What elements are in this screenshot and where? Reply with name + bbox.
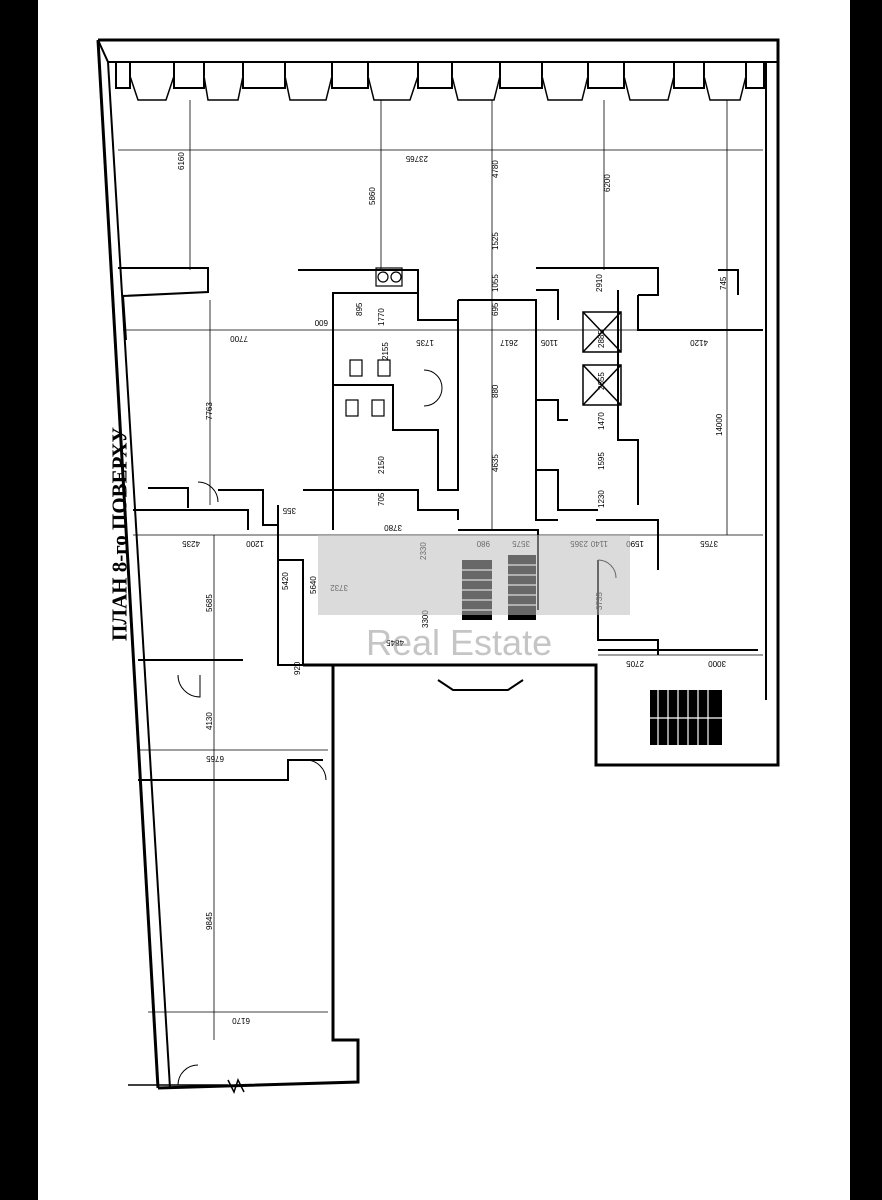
dim-5860: 5860 [368,187,377,205]
door-swings [177,369,617,1086]
break-mark [128,1078,245,1094]
dim-920: 920 [293,661,302,675]
dimension-lines [118,100,763,1040]
dim-5420: 5420 [281,572,290,590]
watermark-real-estate: Real Estate [366,622,553,663]
dim-5640: 5640 [309,576,318,594]
plan-title: ПЛАН 8-го ПОВЕРХУ [107,427,132,641]
dim-2150: 2150 [377,456,386,474]
exterior-walls [96,38,780,1090]
dim-4235: 4235 [182,539,200,548]
dim-4635: 4635 [491,454,500,472]
plan-title-container: ПЛАН 8-го ПОВЕРХУ [100,409,140,659]
dim-3780: 3780 [384,523,402,532]
dim-1595: 1595 [597,452,606,470]
dim-355: 355 [282,506,296,515]
dim-1105: 1105 [540,338,558,347]
dim-4120: 4120 [690,338,708,347]
dim-2910: 2910 [595,274,604,292]
dim-3755: 3755 [700,539,718,548]
dim-1590: 1590 [626,539,644,548]
dim-4845: 4845 [386,638,404,647]
dim-895: 895 [355,302,364,316]
dim-1230: 1230 [597,490,606,508]
dim-3000: 3000 [708,659,726,668]
sanitary-fixtures [345,267,403,417]
dim-2617: 2617 [500,338,518,347]
dim-745: 745 [719,276,728,290]
dim-9845: 9845 [205,912,214,930]
dim-6170: 6170 [232,1016,250,1025]
dim-23765: 23765 [405,154,428,163]
dim-600: 600 [314,318,328,327]
elevator-shafts [582,311,622,406]
dim-2705: 2705 [626,659,644,668]
floor-plan-drawing: 23765 6160 5860 4780 6200 1525 1055 895 … [96,38,780,1094]
plan-sheet: 23765 6160 5860 4780 6200 1525 1055 895 … [38,0,850,1200]
dim-1525: 1525 [491,232,500,250]
dim-4130: 4130 [205,712,214,730]
dim-7763: 7763 [205,402,214,420]
dim-695: 695 [491,302,500,316]
dim-7700: 7700 [230,334,248,343]
dim-705: 705 [377,492,386,506]
watermark-logo-block [318,535,630,615]
window-piers [115,61,765,101]
dim-2655: 2655 [597,372,606,390]
dim-1735: 1735 [416,338,434,347]
dim-880: 880 [491,384,500,398]
dim-5685: 5685 [205,594,214,612]
dim-1470: 1470 [597,412,606,430]
dim-14000: 14000 [715,413,724,436]
dim-6765: 6765 [206,754,224,763]
dim-4780: 4780 [491,160,500,178]
dim-2885: 2885 [597,330,606,348]
dim-1055: 1055 [491,274,500,292]
dim-2155: 2155 [381,342,390,360]
dim-6160: 6160 [177,152,186,170]
dim-1770: 1770 [377,308,386,326]
watermark-brand [326,540,626,610]
dim-6200: 6200 [603,174,612,192]
dim-3300: 3300 [421,610,430,628]
dim-1200: 1200 [246,539,264,548]
